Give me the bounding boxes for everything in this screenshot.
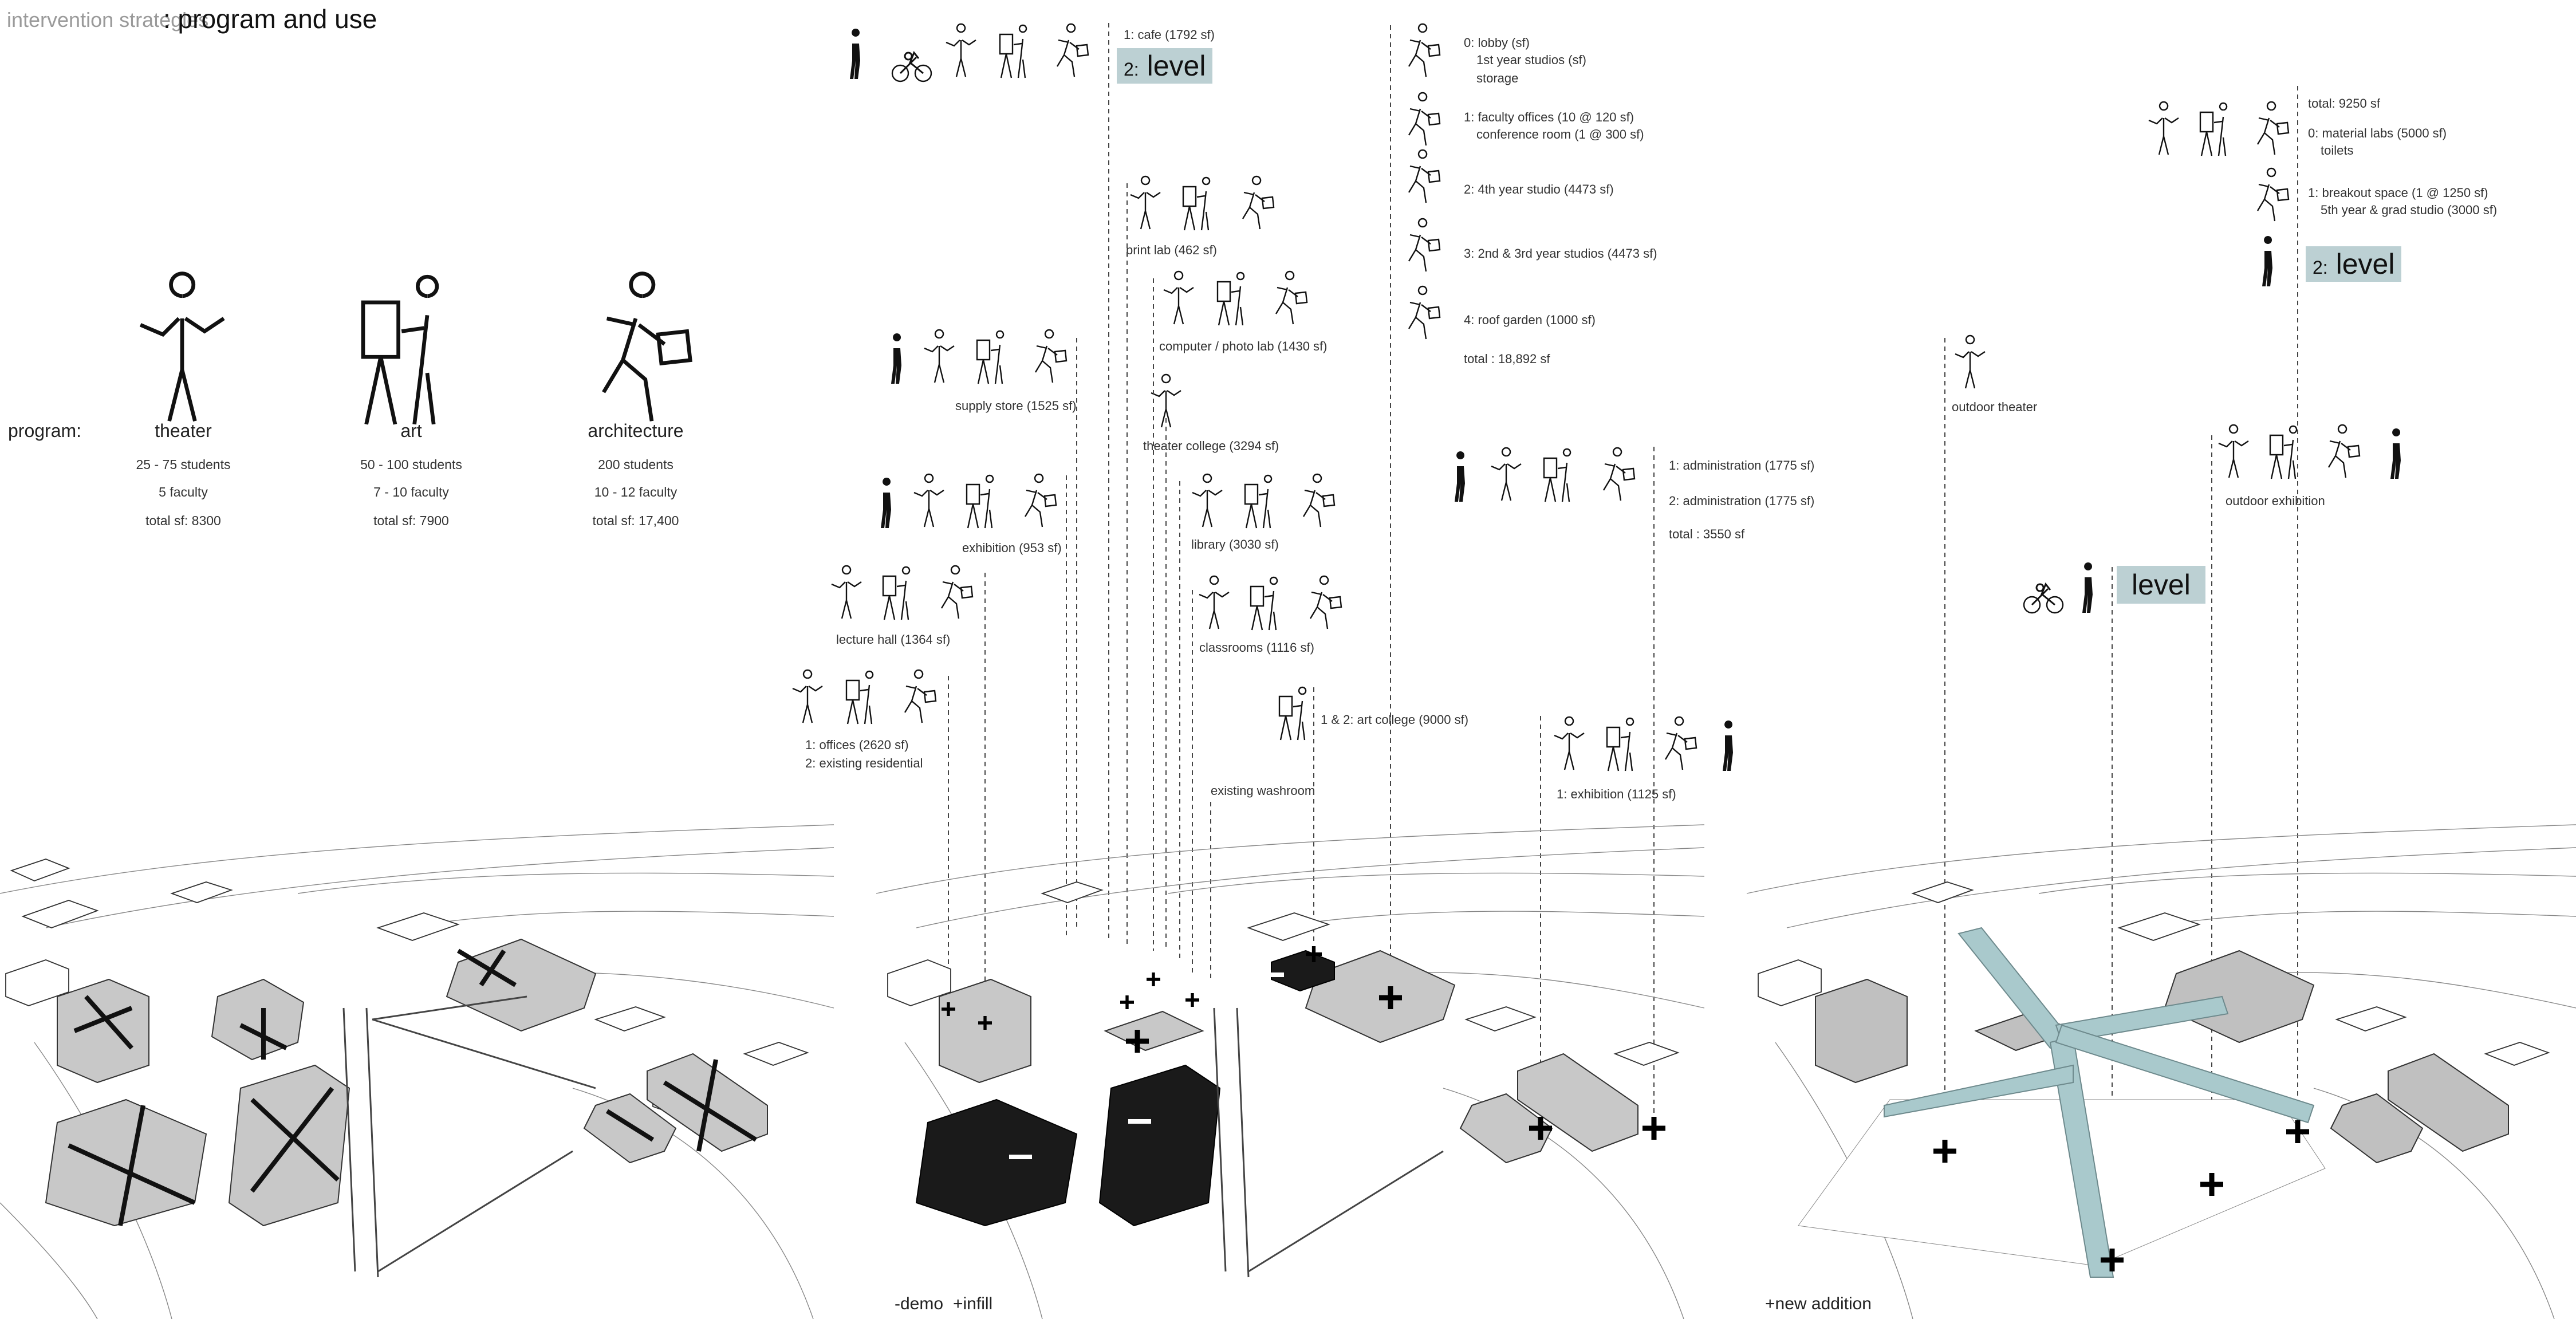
program-label: program: (8, 420, 82, 441)
program-art-faculty: 7 - 10 faculty (373, 485, 449, 499)
program-theater-name: theater (155, 420, 212, 441)
label-arch-conference: conference room (1 @ 300 sf) (1476, 127, 1644, 141)
label-arch-lobby: 0: lobby (sf) (1464, 36, 1530, 50)
page-title: : program and use (163, 4, 377, 34)
admin-icons (1455, 447, 1636, 503)
label-admin-1: 1: administration (1775 sf) (1669, 458, 1815, 473)
panel-new-addition (1746, 824, 2576, 1319)
label-material-labs: 0: material labs (5000 sf) (2308, 126, 2447, 140)
offices-icons (791, 669, 937, 725)
outdoor-exhibition-icons (2217, 424, 2401, 480)
label-existing-washroom: existing washroom (1211, 783, 1315, 798)
level-badge-middle: 2: level (1117, 48, 1213, 84)
caption-demo: -demo (895, 1294, 944, 1313)
label-arch-4th-year: 2: 4th year studio (4473 sf) (1464, 182, 1614, 196)
program-theater-students: 25 - 75 students (136, 457, 231, 472)
caption-new-addition: +new addition (1765, 1294, 1872, 1313)
label-arch-total: total : 18,892 sf (1464, 352, 1550, 366)
cafe-icons (850, 23, 1089, 82)
label-library: library (3030 sf) (1191, 537, 1279, 552)
new-path-network (1884, 927, 2315, 1278)
level-badge-right-num: 2: (2313, 257, 2328, 278)
level-badge-middle-num: 2: (1124, 59, 1139, 80)
label-existing-residential: 2: existing residential (805, 756, 923, 770)
level-badge-ground: level (2117, 566, 2205, 604)
level-badge-ground-word: level (2132, 569, 2191, 601)
print-lab-icons (1129, 175, 1275, 231)
art-college-icons (1278, 686, 1307, 741)
label-print-lab: print lab (462 sf) (1126, 243, 1217, 257)
label-arch-first-year: 1st year studios (sf) (1476, 53, 1586, 67)
label-offices: 1: offices (2620 sf) (805, 738, 909, 752)
label-arch-2nd-3rd-year: 3: 2nd & 3rd year studios (4473 sf) (1464, 246, 1657, 261)
caption-infill: +infill (953, 1294, 993, 1313)
label-computer-lab: computer / photo lab (1430 sf) (1159, 339, 1328, 353)
computer-lab-icons (1163, 270, 1308, 326)
label-admin-total: total : 3550 sf (1669, 527, 1745, 541)
label-right-total: total: 9250 sf (2308, 96, 2380, 111)
label-outdoor-theater: outdoor theater (1952, 400, 2038, 414)
panel-demo-infill (876, 824, 1705, 1319)
theater-figure-icon (140, 274, 224, 422)
level-badge-middle-word: level (1147, 50, 1206, 82)
program-art-name: art (400, 420, 422, 441)
exhibition-2-icons (1553, 716, 1733, 772)
label-toilets: toilets (2321, 143, 2354, 158)
panel-abandoned (0, 808, 834, 1319)
label-breakout-space: 1: breakout space (1 @ 1250 sf) (2308, 186, 2488, 200)
program-art-students: 50 - 100 students (360, 457, 462, 472)
program-architecture-total: total sf: 17,400 (592, 513, 679, 528)
program-architecture-name: architecture (588, 420, 684, 441)
label-arch-roof-garden: 4: roof garden (1000 sf) (1464, 313, 1596, 327)
label-classrooms: classrooms (1116 sf) (1199, 640, 1314, 655)
ground-level-icons (2023, 562, 2093, 614)
leader-lines (948, 23, 2298, 1260)
label-grad-studio: 5th year & grad studio (3000 sf) (2321, 203, 2498, 217)
supply-store-icons (891, 329, 1068, 385)
label-exhibition: exhibition (953 sf) (962, 541, 1062, 555)
label-outdoor-exhibition: outdoor exhibition (2226, 494, 2325, 508)
art-figure-icon (363, 277, 437, 424)
header-prefix: intervention strategies (7, 8, 209, 32)
right-level-icons (2148, 101, 2290, 286)
label-cafe: 1: cafe (1792 sf) (1124, 27, 1215, 42)
level-badge-right: 2: level (2306, 246, 2402, 282)
label-lecture-hall: lecture hall (1364 sf) (836, 632, 951, 647)
classrooms-icons (1198, 575, 1342, 631)
level-badge-right-word: level (2335, 248, 2395, 280)
outdoor-theater-icon (1954, 334, 1986, 389)
library-icons (1191, 473, 1336, 529)
lecture-hall-icons (830, 565, 974, 621)
label-art-college: 1 & 2: art college (9000 sf) (1321, 712, 1469, 727)
program-architecture-students: 200 students (598, 457, 673, 472)
label-arch-faculty-offices: 1: faculty offices (10 @ 120 sf) (1464, 110, 1634, 124)
architecture-figure-icon (604, 274, 690, 422)
label-supply-store: supply store (1525 sf) (955, 399, 1077, 413)
program-theater-faculty: 5 faculty (159, 485, 208, 499)
program-art-total: total sf: 7900 (373, 513, 449, 528)
program-theater-total: total sf: 8300 (145, 513, 221, 528)
architecture-level-icons (1408, 23, 1441, 340)
program-architecture-faculty: 10 - 12 faculty (594, 485, 678, 499)
label-exhibition-2: 1: exhibition (1125 sf) (1557, 787, 1676, 801)
label-arch-storage: storage (1476, 71, 1519, 85)
label-admin-2: 2: administration (1775 sf) (1669, 494, 1815, 508)
exhibition-icons (881, 473, 1057, 529)
